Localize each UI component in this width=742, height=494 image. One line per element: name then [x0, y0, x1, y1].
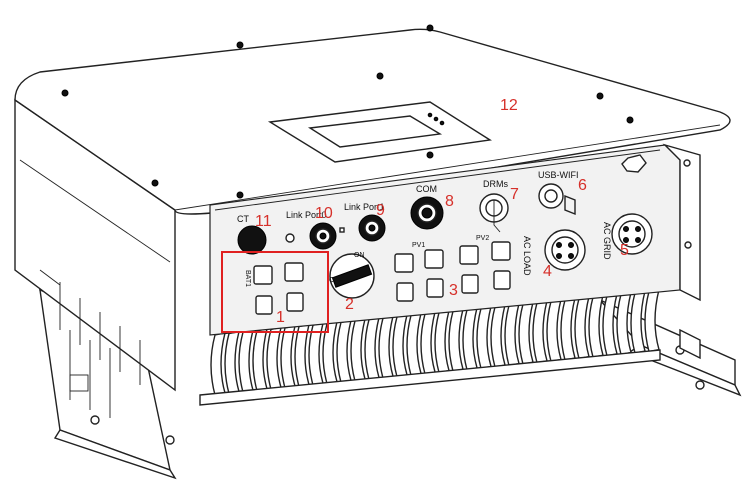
heatsink-fin: [406, 312, 422, 377]
drms-port: [479, 193, 509, 233]
heatsink-fin: [602, 292, 618, 357]
ac-grid-connector: [611, 213, 653, 255]
callout-9: 9: [376, 202, 385, 219]
heatsink-fin: [462, 306, 478, 371]
heatsink-fin: [364, 316, 380, 381]
heatsink-base: [199, 349, 661, 406]
callout-11: 11: [255, 213, 272, 230]
link-port0-connector: [309, 222, 345, 250]
heatsink-fin: [336, 319, 352, 384]
callout-3: 3: [449, 282, 458, 299]
callout-2: 2: [345, 296, 354, 313]
battery-connectors: [253, 262, 304, 315]
heatsink-fin: [378, 315, 394, 380]
heatsink-fin: [546, 298, 562, 363]
display-panel: [267, 101, 492, 163]
heatsink-fin: [532, 299, 548, 364]
callout-1: 1: [276, 309, 285, 326]
heatsink-fin: [518, 301, 534, 366]
callout-4: 4: [543, 263, 552, 280]
label-usb-wifi: USB-WIFI: [538, 170, 579, 180]
label-drms: DRMs: [483, 179, 508, 189]
heatsink-fin: [210, 332, 226, 396]
heatsink-fin: [476, 305, 492, 370]
heatsink-fin: [448, 308, 464, 373]
usb-wifi-port: [538, 183, 576, 216]
callout-10: 10: [315, 205, 333, 222]
label-bat1: BAT1: [244, 270, 251, 287]
heatsink-fin: [644, 288, 660, 353]
heatsink-fin: [504, 302, 520, 367]
heatsink-fin: [574, 295, 590, 360]
callout-6: 6: [578, 177, 587, 194]
heatsink-fin: [294, 323, 310, 388]
label-pv2: PV2: [476, 235, 489, 242]
pv-connectors: [394, 241, 511, 302]
heatsink-fin: [238, 329, 254, 394]
heatsink-fin: [434, 309, 450, 374]
heatsink-fin: [280, 325, 296, 389]
heatsink-fin: [350, 318, 366, 382]
callout-7: 7: [510, 186, 519, 203]
label-ac-grid: AC GRID: [602, 222, 612, 260]
label-off: OFF: [329, 277, 343, 284]
callout-12: 12: [500, 97, 518, 114]
ac-load-connector: [544, 229, 586, 271]
heatsink-fin: [224, 330, 240, 395]
heatsink-fin: [252, 327, 268, 392]
callout-5: 5: [620, 242, 629, 259]
label-com: COM: [416, 184, 437, 194]
heatsink-fin: [560, 297, 576, 361]
heatsink-fin: [490, 304, 506, 368]
heatsink-fin: [588, 294, 604, 359]
ct-port: [237, 225, 267, 255]
label-ct: CT: [237, 214, 249, 224]
battery-connector-highlight: [221, 251, 329, 333]
heatsink-fins: [199, 288, 661, 406]
label-link-port0: Link Port0: [286, 210, 327, 220]
label-ac-load: AC LOAD: [522, 236, 532, 276]
com-port: [410, 196, 444, 230]
heatsink-fin: [392, 313, 408, 378]
link-port1-connector: [358, 214, 386, 242]
heatsink-fin: [420, 311, 436, 375]
dc-switch: [329, 253, 375, 299]
label-on: ON: [354, 252, 365, 259]
label-pv1: PV1: [412, 242, 425, 249]
callout-8: 8: [445, 193, 454, 210]
heatsink-fin: [266, 326, 282, 391]
label-link-port1: Link Port1: [344, 202, 385, 212]
